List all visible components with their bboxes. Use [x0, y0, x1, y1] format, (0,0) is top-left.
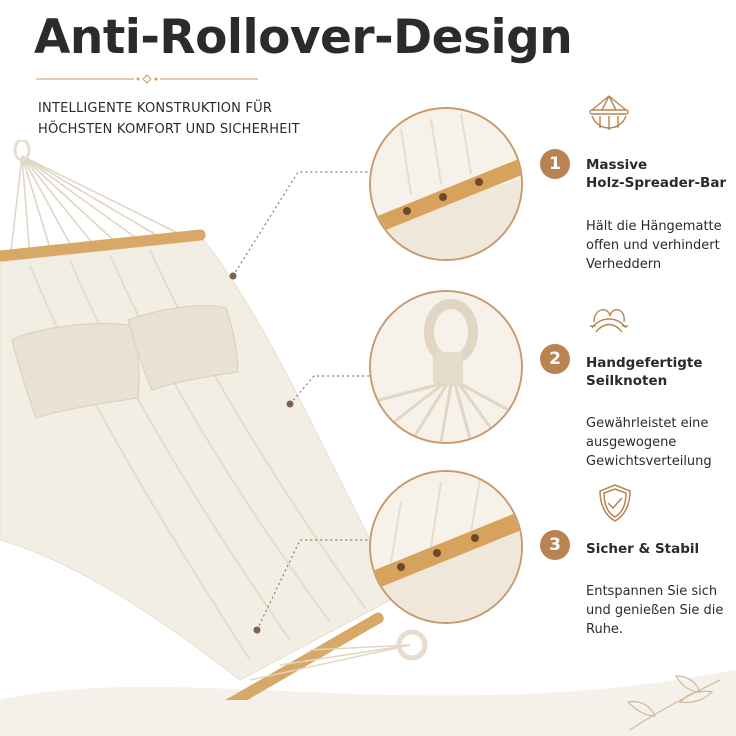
feature-title: Handgefertigte Seilknoten [586, 354, 703, 390]
feature-desc-line: Hält die Hängematte [586, 219, 722, 234]
detail-circle-stable [369, 470, 523, 624]
spreader-bar-icon [589, 95, 629, 130]
feature-number-badge: 3 [540, 530, 570, 560]
feature-title-line: Sicher & Stabil [586, 541, 700, 557]
feature-number-badge: 1 [540, 149, 570, 179]
feature-desc-line: Gewährleistet eine [586, 416, 709, 431]
feature-desc-line: und genießen Sie die [586, 603, 724, 618]
subtitle-line: HÖCHSTEN KOMFORT UND SICHERHEIT [38, 122, 300, 137]
feature-desc-line: ausgewogene [586, 435, 677, 450]
page-title: Anti-Rollover-Design [34, 10, 573, 65]
feature-desc-line: Gewichtsverteilung [586, 454, 712, 469]
background-wave [0, 670, 736, 736]
feature-description: Hält die Hängematte offen und verhindert… [586, 217, 722, 274]
feature-desc-line: Verheddern [586, 257, 662, 272]
feature-description: Gewährleistet eine ausgewogene Gewichtsv… [586, 414, 712, 471]
subtitle: INTELLIGENTE KONSTRUKTION FÜR HÖCHSTEN K… [38, 98, 338, 140]
hammock-illustration [0, 140, 428, 700]
title-divider [36, 74, 258, 84]
feature-desc-line: Entspannen Sie sich [586, 584, 718, 599]
stable-detail-image [371, 472, 521, 622]
spreader-bar-detail-image [371, 109, 521, 259]
rope-knot-icon [590, 309, 628, 333]
feature-desc-line: offen und verhindert [586, 238, 720, 253]
feature-number-badge: 2 [540, 344, 570, 374]
shield-check-icon [599, 484, 631, 522]
feature-title: Massive Holz-Spreader-Bar [586, 156, 726, 192]
subtitle-line: INTELLIGENTE KONSTRUKTION FÜR [38, 101, 273, 116]
rope-knot-detail-image [371, 292, 521, 442]
detail-circle-rope-knot [369, 290, 523, 444]
feature-description: Entspannen Sie sich und genießen Sie die… [586, 582, 723, 639]
feature-title-line: Seilknoten [586, 373, 668, 389]
feature-title-line: Handgefertigte [586, 355, 703, 371]
feature-desc-line: Ruhe. [586, 622, 624, 637]
detail-circle-spreader-bar [369, 107, 523, 261]
feature-title-line: Holz-Spreader-Bar [586, 175, 727, 191]
feature-title-line: Massive [586, 157, 648, 173]
feature-title: Sicher & Stabil [586, 540, 699, 558]
